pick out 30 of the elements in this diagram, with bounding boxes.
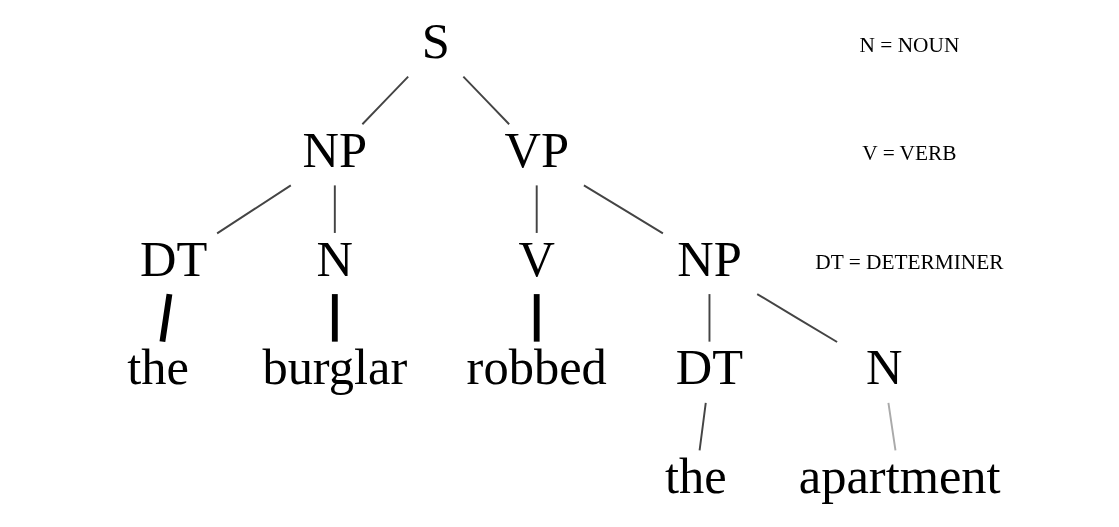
node-text: DT: [139, 230, 207, 287]
node-text: DT: [675, 339, 743, 396]
node-text: NP: [676, 230, 742, 287]
connector: [331, 294, 338, 342]
node-text: burglar: [261, 339, 407, 396]
node-text: NP: [302, 122, 367, 179]
connector: [159, 293, 172, 343]
connector: [886, 401, 896, 452]
node-text: the: [126, 339, 189, 396]
connector: [215, 184, 292, 235]
connector: [533, 294, 540, 342]
connector: [755, 293, 838, 343]
connector: [708, 293, 710, 343]
connector: [333, 184, 336, 234]
connector: [698, 401, 707, 452]
node-text: V: [517, 230, 555, 287]
label: V = VERB: [861, 141, 957, 166]
node-text: S: [421, 13, 450, 70]
node-text: the: [664, 448, 727, 505]
node-text: robbed: [466, 339, 607, 396]
connector: [582, 184, 664, 235]
label: N = NOUN: [859, 32, 959, 57]
node-text: N: [316, 230, 353, 287]
node-text: N: [865, 339, 902, 396]
node-text: VP: [503, 122, 569, 179]
node-text: apartment: [798, 448, 1001, 505]
connector: [360, 75, 409, 126]
label: DT = DETERMINER: [814, 249, 1004, 274]
connector: [535, 184, 538, 234]
connector: [461, 75, 510, 126]
